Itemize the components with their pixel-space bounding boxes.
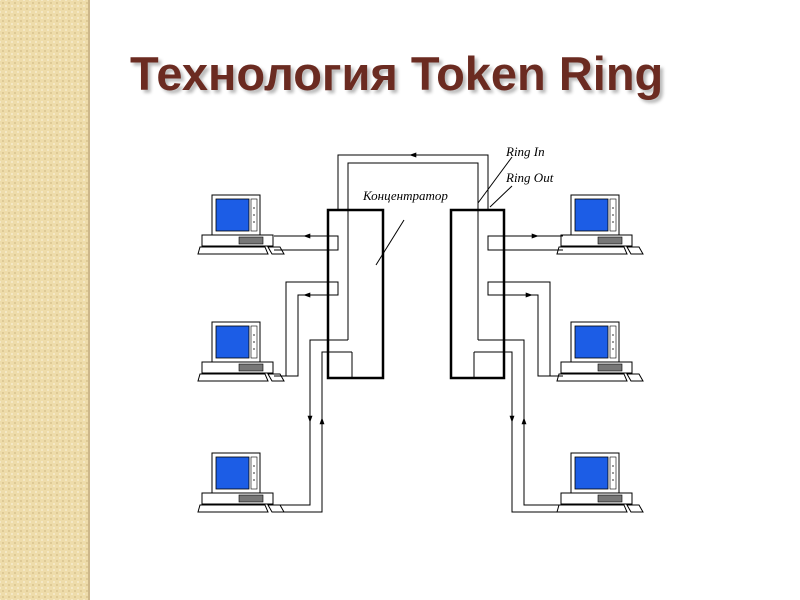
slide-title: Технология Token Ring [130, 47, 664, 100]
decorative-side-strip [0, 0, 88, 600]
computer-icon-right-2 [556, 321, 644, 382]
ring-cables [274, 152, 563, 513]
computer-icon-left-3 [197, 452, 285, 513]
concentrator-right [449, 208, 506, 380]
computer-icon-right-3 [556, 452, 644, 513]
ring-out-label: Ring Out [505, 170, 554, 185]
computer-icon-right-1 [556, 194, 644, 255]
side-strip-edge [88, 0, 90, 600]
ring-in-label: Ring In [505, 144, 545, 159]
concentrator-left [326, 208, 385, 380]
concentrator-label: Концентратор [362, 188, 448, 203]
computer-icon-left-2 [197, 321, 285, 382]
computer-icon-left-1 [197, 194, 285, 255]
